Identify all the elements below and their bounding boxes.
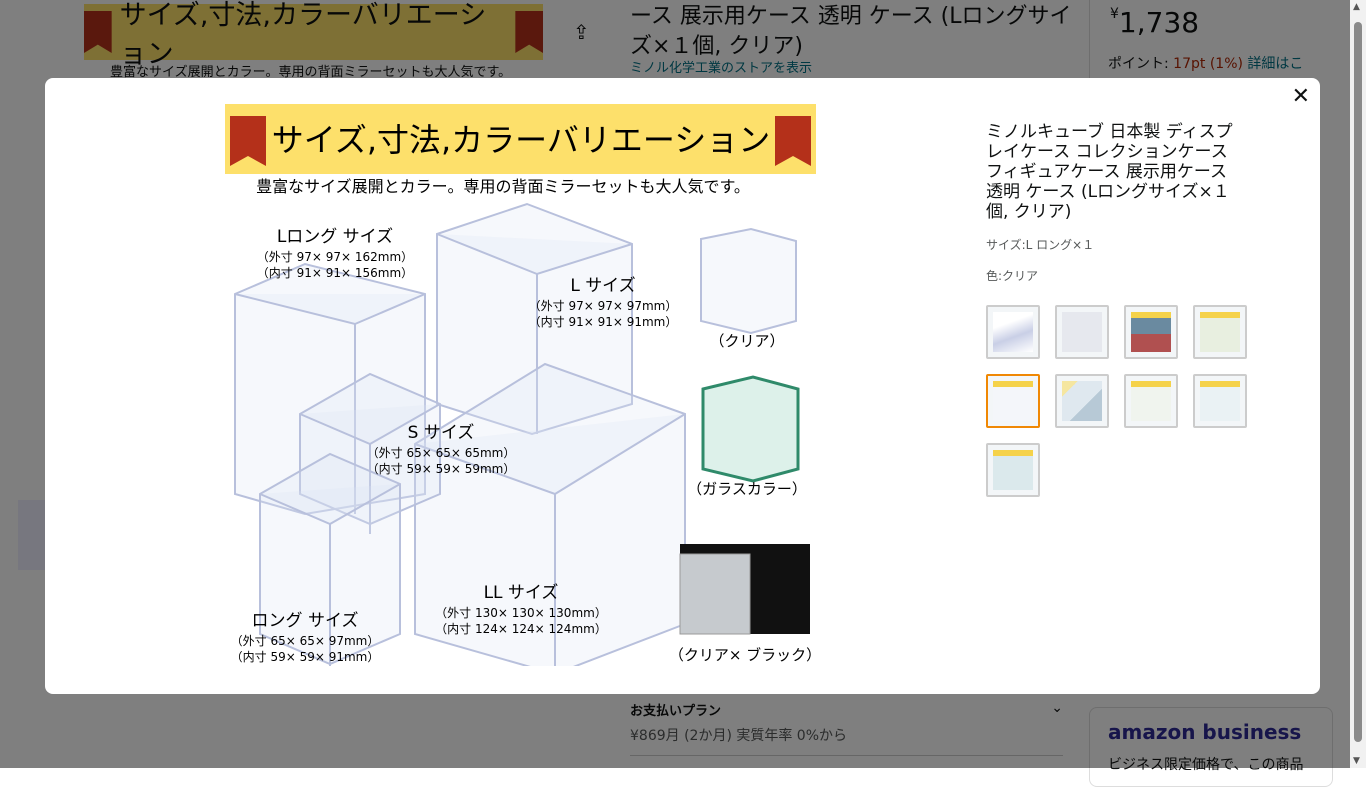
thumbnail-image: [1062, 381, 1102, 421]
thumbnail-grid: [986, 305, 1247, 497]
thumbnail-image: [1062, 312, 1102, 352]
thumbnail-2[interactable]: [1055, 305, 1109, 359]
label-lr-outer: （外寸 97× 97× 162mm）: [257, 250, 413, 264]
image-subtitle: 豊富なサイズ展開とカラー。専用の背面ミラーセットも大人気です。: [256, 177, 750, 196]
color-label: 色:クリア: [986, 269, 1039, 283]
scroll-up-icon[interactable]: ▲: [1353, 2, 1360, 12]
label-glass: （ガラスカラー）: [687, 480, 807, 498]
thumbnail-image: [1131, 381, 1171, 421]
ribbon-icon: [775, 116, 811, 166]
scrollbar[interactable]: ▲▼: [1350, 0, 1366, 768]
image-title: サイズ,寸法,カラーバリエーション: [272, 121, 770, 159]
label-ll: LL サイズ: [484, 583, 559, 603]
image-banner: [225, 104, 816, 174]
label-long: ロング サイズ: [252, 611, 359, 631]
thumbnail-9[interactable]: [986, 443, 1040, 497]
image-info: ミノルキューブ 日本製 ディスプレイケース コレクションケース フィギュアケース…: [986, 122, 1246, 284]
thumbnail-6[interactable]: [1055, 374, 1109, 428]
thumbnail-image: [993, 450, 1033, 490]
thumbnail-1[interactable]: [986, 305, 1040, 359]
scrollbar-thumb[interactable]: [1354, 22, 1362, 742]
product-image: サイズ,寸法,カラーバリエーション 豊富なサイズ展開とカラー。専用の背面ミラーセ…: [225, 104, 817, 666]
thumbnail-image: [1200, 381, 1240, 421]
label-lr: Lロング サイズ: [277, 227, 393, 247]
label-ll-outer: （外寸 130× 130× 130mm）: [435, 606, 607, 620]
thumbnail-3[interactable]: [1124, 305, 1178, 359]
label-l: L サイズ: [570, 276, 635, 296]
thumbnail-image: [1131, 312, 1171, 352]
ribbon-icon: [230, 116, 266, 166]
size-label: サイズ:L ロング×１: [986, 238, 1095, 252]
thumbnail-image: [1200, 312, 1240, 352]
thumbnail-4[interactable]: [1193, 305, 1247, 359]
label-s-outer: （外寸 65× 65× 65mm）: [367, 446, 516, 460]
label-clear: （クリア）: [709, 332, 784, 350]
close-icon[interactable]: ✕: [1291, 84, 1310, 109]
label-ll-inner: （内寸 124× 124× 124mm）: [435, 622, 607, 636]
label-l-inner: （内寸 91× 91× 91mm）: [529, 315, 678, 329]
label-long-inner: （内寸 59× 59× 91mm）: [231, 650, 380, 664]
thumbnail-8[interactable]: [1193, 374, 1247, 428]
thumbnail-7[interactable]: [1124, 374, 1178, 428]
thumbnail-5[interactable]: [986, 374, 1040, 428]
label-s-inner: （内寸 59× 59× 59mm）: [367, 462, 516, 476]
glass-cube: [701, 375, 800, 483]
label-lr-inner: （内寸 91× 91× 156mm）: [257, 266, 413, 280]
label-s: S サイズ: [408, 423, 475, 443]
thumbnail-image: [993, 381, 1033, 421]
clear-black-cube: [679, 553, 751, 635]
cube-drawings: [234, 202, 797, 666]
modal-product-title: ミノルキューブ 日本製 ディスプレイケース コレクションケース フィギュアケース…: [986, 122, 1233, 222]
label-long-outer: （外寸 65× 65× 97mm）: [231, 634, 380, 648]
thumbnail-image: [993, 312, 1033, 352]
scroll-down-icon[interactable]: ▼: [1353, 756, 1360, 766]
image-viewer-modal: ✕ サイズ,寸法,カラーバリエーション 豊富なサイズ展開とカラー。専用の背面ミラ…: [45, 78, 1320, 694]
label-l-outer: （外寸 97× 97× 97mm）: [529, 299, 678, 313]
label-clear-black: （クリア× ブラック）: [669, 646, 817, 664]
